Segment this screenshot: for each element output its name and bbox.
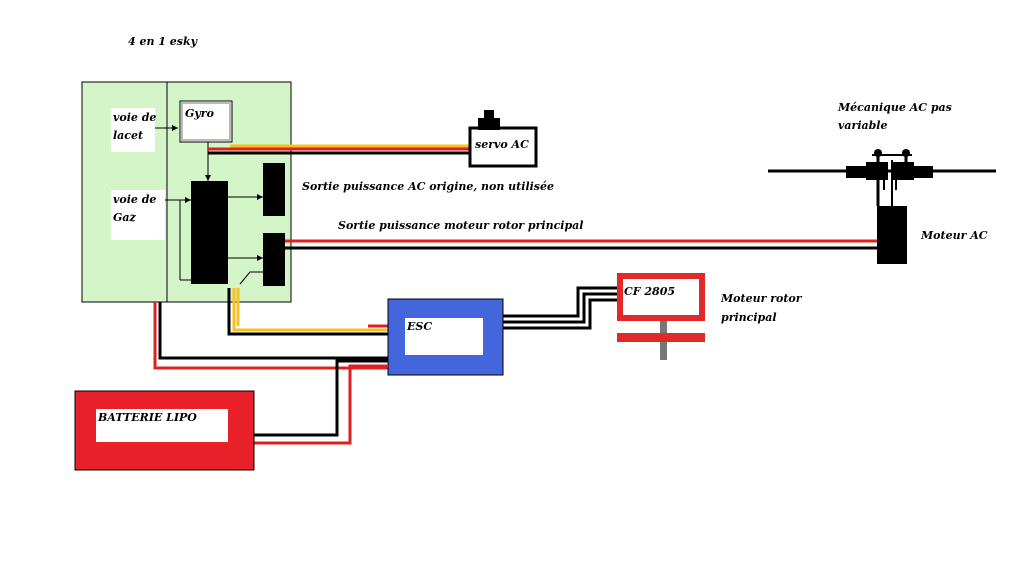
main-motor-output-chip: [263, 233, 285, 286]
servo-label: servo AC: [475, 138, 529, 151]
ac-motor-label: Moteur AC: [920, 229, 988, 242]
battery-label: BATTERIE LIPO: [97, 411, 197, 424]
mechanism-label-line2: variable: [838, 119, 888, 132]
ac-mechanism: Mécanique AC pas variable: [768, 101, 996, 206]
gyro-chip: [179, 100, 233, 143]
servo-ac: servo AC: [468, 110, 538, 168]
battery-wires: [254, 359, 388, 445]
yaw-channel-box: [111, 108, 155, 152]
ac-output-label: Sortie puissance AC origine, non utilisé…: [302, 180, 554, 193]
throttle-channel-label-line1: voie de: [113, 193, 156, 206]
esc-to-motor-wires: [503, 286, 618, 330]
yaw-channel-label-line2: lacet: [113, 129, 143, 142]
main-motor-output-wires: [285, 239, 878, 250]
main-rotor-motor-label-line1: Moteur rotor: [720, 292, 803, 305]
main-rotor-motor-label-line2: principal: [721, 311, 777, 324]
cf-motor-label: CF 2805: [624, 285, 675, 298]
throttle-channel-label-line2: Gaz: [113, 211, 137, 224]
esc-label: ESC: [406, 320, 432, 333]
board-to-esc-wires: [153, 288, 388, 370]
throttle-channel-box: [111, 190, 165, 240]
ac-power-output-chip: [263, 163, 285, 216]
four-in-one-board: voie de lacet voie de Gaz Gyro: [81, 81, 292, 303]
yaw-channel-label-line1: voie de: [113, 111, 156, 124]
mechanism-label-line1: Mécanique AC pas: [837, 101, 952, 114]
gyro-label: Gyro: [185, 107, 214, 120]
diagram-title: 4 en 1 esky: [128, 35, 199, 48]
lipo-battery: BATTERIE LIPO: [74, 390, 255, 471]
main-motor-output-label: Sortie puissance moteur rotor principal: [338, 219, 583, 232]
servo-wires: [208, 144, 470, 155]
cf2805-motor: CF 2805: [617, 273, 705, 360]
esc: ESC: [387, 298, 504, 376]
main-controller-chip: [191, 181, 228, 284]
ac-motor: [877, 206, 907, 264]
